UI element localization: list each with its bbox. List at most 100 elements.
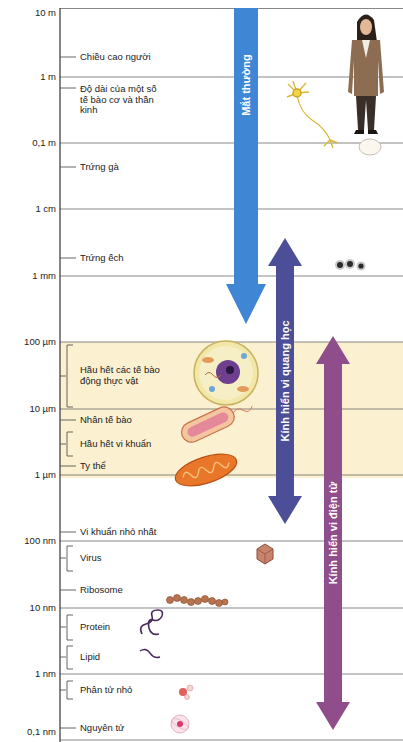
bracket-part (60, 615, 73, 640)
item-label: Độ dài của một số tế bào cơ và thần kinh (80, 84, 162, 117)
decade-line-part (60, 475, 403, 476)
item-label: Chiều cao người (80, 52, 151, 63)
scale-label: 1 mm (32, 271, 56, 282)
frog-eggs-part (347, 261, 353, 267)
item-label: Hầu hết vi khuẩn (80, 439, 151, 450)
scale-label: 100 µm (24, 337, 56, 348)
arrow-body (226, 8, 266, 324)
bacterium-part (178, 404, 237, 446)
leader-tick-part (60, 57, 76, 58)
arrow-body (268, 238, 302, 524)
neuron (287, 81, 338, 148)
bracket (60, 345, 73, 699)
bracket-part (60, 681, 73, 699)
item-label: Trứng gà (80, 162, 119, 173)
leader-tick-part (60, 258, 76, 259)
item-label: Ty thể (80, 461, 106, 472)
scale-label: 10 nm (30, 603, 56, 614)
mitochondrion-part (172, 448, 241, 493)
frog-eggs-part (358, 263, 363, 268)
leader-tick-part (60, 88, 76, 89)
item-label: Nguyên tử (80, 723, 124, 734)
item-label: Hầu hết các tế bào động thực vật (80, 365, 176, 387)
cell (194, 341, 258, 405)
person-figure (348, 14, 384, 134)
neuron-part (287, 81, 309, 97)
ribosome-part (195, 598, 202, 605)
scale-label: 1 m (40, 72, 56, 83)
scale-label: 1 µm (35, 470, 56, 481)
small-molecule (179, 685, 193, 700)
atom-part (177, 721, 183, 727)
frog-eggs-part (345, 259, 355, 269)
ribosome-part (222, 599, 228, 605)
leader-tick-part (60, 420, 76, 421)
cell-part (202, 357, 214, 363)
leader-tick-part (60, 532, 76, 533)
arrow-body (316, 336, 350, 730)
chicken-egg (359, 139, 381, 155)
decade-line-part (60, 209, 403, 210)
scale-label: 1 nm (35, 669, 56, 680)
scale-axis (59, 8, 60, 742)
item-label: Virus (80, 553, 101, 564)
cell-part (199, 346, 253, 400)
item-label: Lipid (80, 652, 100, 663)
cell-part (209, 386, 215, 392)
person-figure-part (362, 40, 370, 58)
item-label: Protein (80, 622, 110, 633)
bracket-part (60, 432, 73, 456)
decade-line (60, 9, 403, 741)
person-figure-part (360, 19, 372, 35)
virus-part (257, 544, 273, 564)
range-label: Kính hiển vi quang học (279, 321, 291, 442)
scale-label: 10 µm (29, 404, 56, 415)
decade-line-part (60, 674, 403, 675)
decade-line-part (60, 541, 403, 542)
person-figure-part (354, 130, 378, 134)
lipid-squiggle (140, 649, 160, 657)
leader-tick-part (60, 167, 76, 168)
ribosome-part (209, 598, 216, 605)
frog-eggs (335, 259, 366, 271)
leader-tick-part (60, 466, 76, 467)
scale-label: 1 cm (35, 204, 56, 215)
cell-part (241, 353, 247, 359)
ribosome-part (216, 600, 223, 607)
small-molecule-part (185, 695, 190, 700)
frog-eggs-part (337, 262, 343, 268)
frog-eggs-part (335, 260, 345, 270)
bracket-part (60, 646, 73, 669)
bacterium-part (186, 411, 230, 439)
range-arrow: Kính hiển vi điện tử (316, 336, 350, 730)
atom (170, 715, 189, 733)
decade-line-part (60, 608, 403, 609)
item-label: Ribosome (80, 585, 123, 596)
bacterium-part (233, 403, 254, 417)
person-figure-part (348, 40, 384, 96)
item-label: Trứng ếch (80, 253, 124, 264)
bracket-part (60, 345, 73, 407)
atom-part (170, 716, 189, 731)
item-label: Nhân tế bào (80, 415, 132, 426)
range-arrow: Kính hiển vi quang học (268, 238, 302, 524)
scale-label: 10 m (35, 8, 56, 19)
range-arrow: Mắt thường (226, 8, 266, 324)
neuron-part (297, 95, 330, 140)
atom-part (171, 715, 189, 733)
mitochondrion (172, 448, 241, 493)
cell-part (216, 360, 240, 384)
person-figure-part (357, 14, 377, 42)
ribosome (167, 595, 229, 607)
cell-part (194, 341, 258, 405)
scale-label: 100 nm (24, 536, 56, 547)
leader-tick-part (60, 728, 76, 729)
cell-part (205, 373, 221, 378)
cell-part (237, 386, 249, 392)
person-figure-part (356, 96, 376, 130)
protein-squiggle (141, 610, 163, 634)
bacterium (178, 395, 255, 445)
scale-label: 0,1 nm (27, 727, 56, 738)
ribosome-part (174, 595, 181, 602)
